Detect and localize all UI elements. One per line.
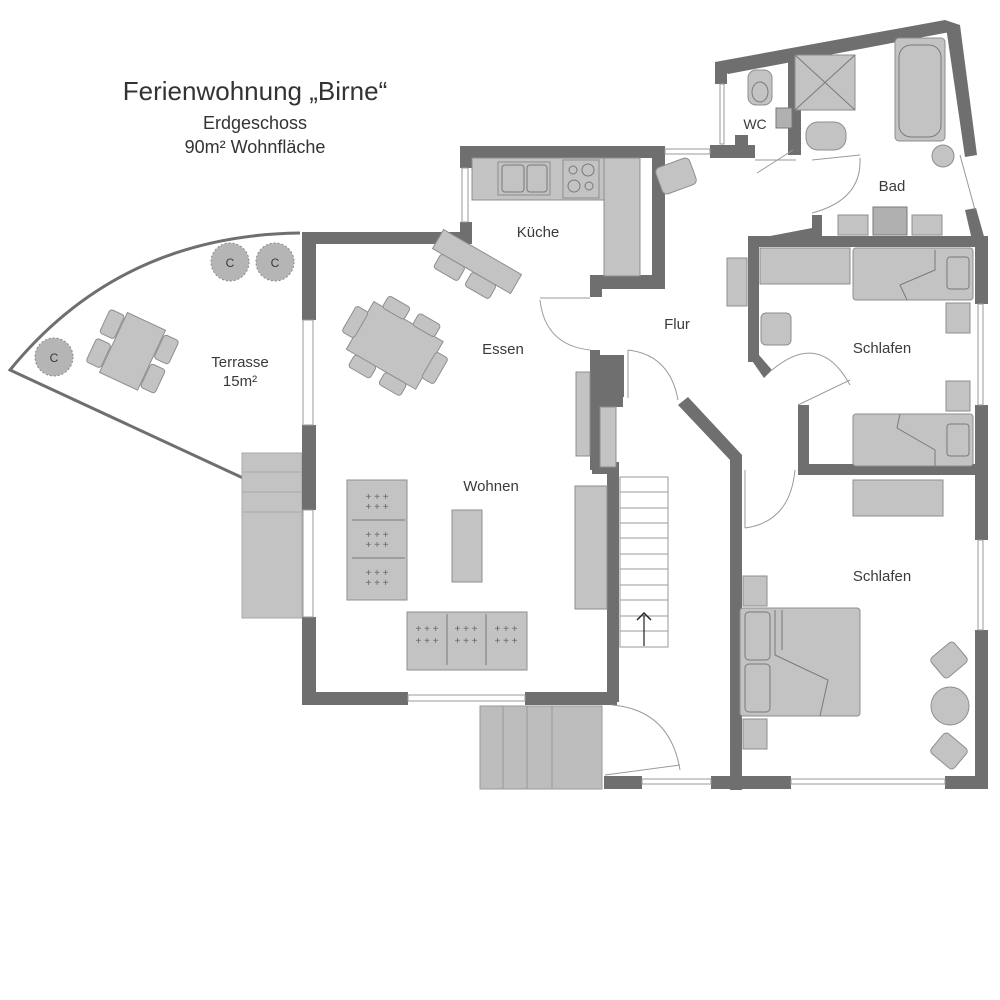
- bedroom-2-furniture: Schlafen: [739, 479, 970, 770]
- svg-text:+ + +: + + +: [494, 636, 517, 647]
- sofa-left: + + + + + + + + + + + + + + + + + +: [346, 479, 408, 601]
- sink-icon: [497, 161, 551, 196]
- windows: [302, 83, 984, 785]
- plant-icon: C: [210, 242, 250, 282]
- dining-table: [342, 295, 448, 396]
- svg-text:+ + +: + + +: [415, 624, 438, 635]
- floor-label: Erdgeschoss: [202, 113, 308, 133]
- wc-sink-icon: [775, 107, 793, 129]
- svg-text:+ + +: + + +: [494, 624, 517, 635]
- wc-fixtures: WC: [743, 69, 793, 132]
- svg-text:+ + +: + + +: [365, 492, 388, 503]
- bedroom-1-furniture: Schlafen: [726, 247, 974, 467]
- svg-text:+ + +: + + +: [415, 636, 438, 647]
- sideboard: [574, 485, 608, 610]
- svg-text:+ + +: + + +: [365, 540, 388, 551]
- plant-icon: C: [34, 337, 74, 377]
- svg-text:+ + +: + + +: [365, 502, 388, 513]
- living-area-label: 90m² Wohnfläche: [184, 137, 326, 157]
- wardrobe: [852, 479, 944, 517]
- terrace: C C C Terrasse 15m²: [7, 231, 301, 480]
- staircase: [619, 476, 669, 648]
- svg-text:C: C: [271, 256, 280, 270]
- walls: [302, 20, 988, 790]
- dining-bench: [431, 228, 523, 299]
- bathtub-icon: [894, 37, 946, 142]
- bathroom-fixtures: Bad: [794, 37, 955, 236]
- svg-text:+ + +: + + +: [454, 624, 477, 635]
- room-label-dining: Essen: [482, 341, 524, 358]
- bed-icon: [852, 413, 974, 467]
- room-label-terrace: Terrasse: [211, 354, 269, 371]
- stove-icon: [562, 159, 600, 199]
- room-label-hallway: Flur: [664, 316, 690, 333]
- svg-text:+ + +: + + +: [454, 636, 477, 647]
- room-label-living: Wohnen: [463, 478, 519, 495]
- room-label-kitchen: Küche: [517, 224, 560, 241]
- kitchen-furniture: Küche: [471, 157, 641, 277]
- toilet-icon: [805, 121, 847, 151]
- stair-arrow-icon: [636, 611, 652, 646]
- cabinet: [575, 371, 591, 457]
- coffee-table: [451, 509, 483, 583]
- svg-text:C: C: [50, 351, 59, 365]
- room-label-bedroom-1: Schlafen: [853, 340, 911, 357]
- svg-text:C: C: [226, 256, 235, 270]
- bath-sink-icon: [872, 206, 908, 236]
- cabinet: [599, 406, 617, 468]
- doors: [539, 149, 861, 776]
- terrace-table-set: [86, 309, 179, 394]
- terrace-steps: [241, 452, 303, 619]
- room-area-terrace: 15m²: [223, 373, 257, 390]
- sofa-bottom: + + + + + + + + + + + + + + + + + +: [406, 611, 528, 671]
- hall-chair: [655, 157, 697, 195]
- round-table-icon: [930, 686, 970, 726]
- svg-text:+ + +: + + +: [365, 568, 388, 579]
- svg-text:+ + +: + + +: [365, 578, 388, 589]
- stool-icon: [931, 144, 955, 168]
- plan-title: Ferienwohnung „Birne“: [122, 76, 388, 106]
- doormat: [479, 705, 603, 790]
- room-label-wc: WC: [743, 116, 766, 132]
- room-label-bathroom: Bad: [879, 178, 906, 195]
- armchair-icon: [930, 732, 968, 770]
- armchair-icon: [930, 641, 968, 679]
- room-label-bedroom-2: Schlafen: [853, 568, 911, 585]
- plant-icon: C: [255, 242, 295, 282]
- svg-text:+ + +: + + +: [365, 530, 388, 541]
- double-bed-icon: [739, 607, 861, 717]
- bed-icon: [852, 247, 974, 301]
